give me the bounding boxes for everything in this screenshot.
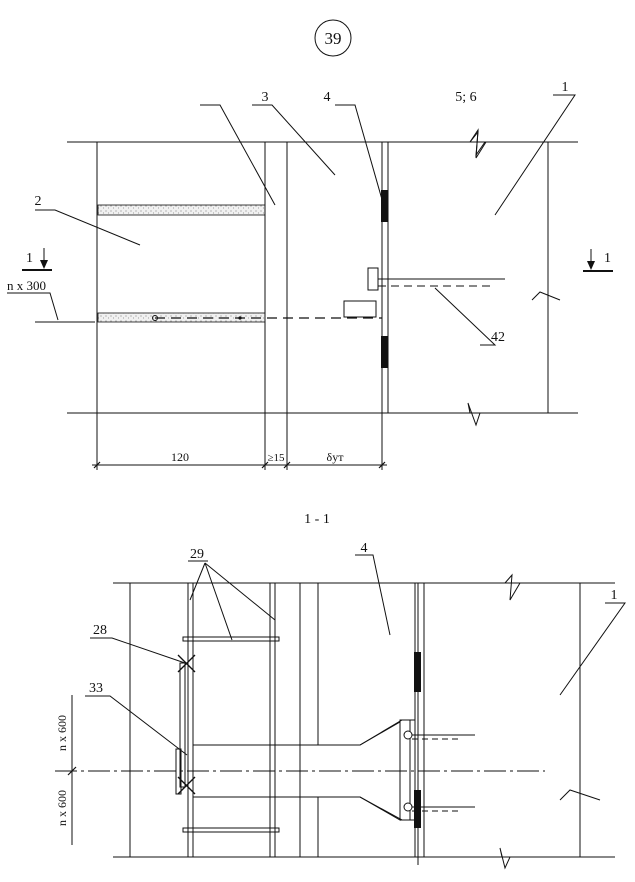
svg-text:1: 1 [604, 251, 611, 266]
callout-1: 1 [611, 588, 618, 603]
section-mark-right: 1 [583, 249, 613, 272]
callout-4: 4 [324, 90, 331, 105]
spacing-lower: n x 600 [55, 790, 69, 826]
concrete-wall [423, 573, 581, 870]
pad [414, 790, 421, 828]
tie-rod [182, 827, 280, 833]
section-mark-left: 1 [22, 248, 52, 271]
callout-2: 2 [35, 194, 42, 209]
brick-cladding [96, 141, 266, 414]
sheet-number-badge: 39 [314, 19, 352, 57]
callout-28: 28 [93, 623, 107, 638]
callout-33: 33 [89, 681, 103, 696]
pad [414, 652, 421, 692]
callout-42: 42 [491, 330, 505, 345]
bracket [343, 300, 377, 318]
column-plate [179, 662, 186, 788]
plan-view: 120 ≥15 δут 3 4 5; 6 1 2 42 n x 300 1 [7, 80, 613, 470]
section-view: n x 600 n x 600 29 4 1 28 33 [55, 541, 626, 870]
spacing-label: n x 300 [7, 278, 46, 293]
dimension-insulation: δут [327, 450, 345, 464]
mortar-joint [97, 204, 266, 216]
callout-5-6: 5; 6 [455, 90, 476, 105]
dimension-brick: 120 [171, 450, 189, 464]
svg-text:1: 1 [26, 251, 33, 266]
callout-3: 3 [262, 90, 269, 105]
anchor-plate [399, 719, 411, 821]
air-gap-layer [264, 141, 288, 414]
callout-4: 4 [361, 541, 368, 556]
spacing-upper: n x 600 [55, 715, 69, 751]
pad [381, 190, 388, 222]
sheet-number: 39 [325, 29, 342, 48]
pad [381, 336, 388, 368]
dimension-gap: ≥15 [267, 452, 285, 464]
callout-29: 29 [190, 547, 204, 562]
section-title: 1 - 1 [304, 512, 330, 527]
callout-1: 1 [562, 80, 569, 95]
